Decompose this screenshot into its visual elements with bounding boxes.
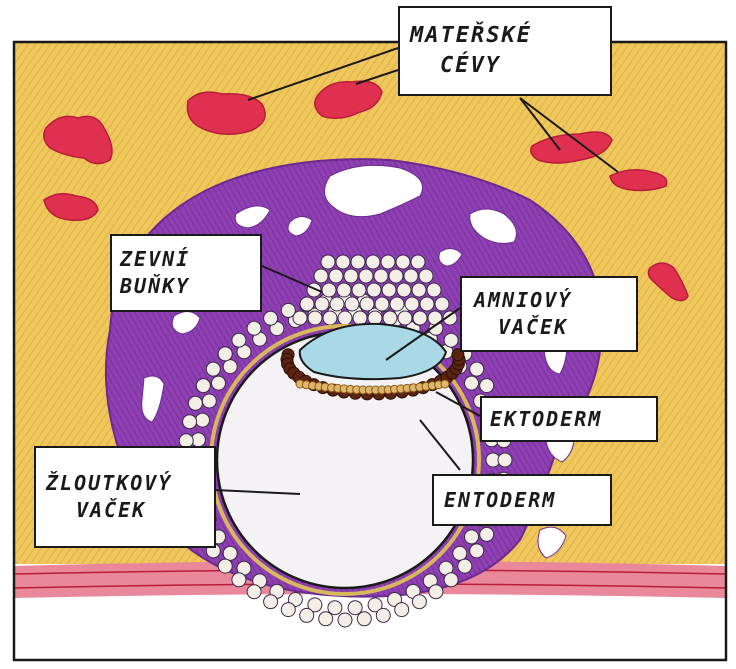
inner-cell (396, 255, 410, 269)
outer-cell (232, 573, 246, 587)
inner-cell (420, 297, 434, 311)
outer-cell (206, 362, 220, 376)
inner-cell (404, 269, 418, 283)
outer-cell (202, 394, 216, 408)
inner-cell (374, 269, 388, 283)
outer-cell (328, 601, 342, 615)
label-zloutkovy-vacek: ŽLOUTKOVÝ VAČEK (34, 446, 216, 548)
label-ektoderm-line1: EKTODERM (490, 406, 656, 433)
label-materske-cevy-line2: CÉVY (410, 51, 610, 81)
inner-cell (397, 283, 411, 297)
outer-cell (376, 608, 390, 622)
inner-cell (375, 297, 389, 311)
outer-cell (412, 595, 426, 609)
label-entoderm-line1: ENTODERM (444, 487, 610, 514)
outer-cell (196, 379, 210, 393)
inner-cell (352, 283, 366, 297)
inner-cell (344, 269, 358, 283)
outer-cell (357, 612, 371, 626)
outer-cell (429, 585, 443, 599)
label-amniovy-vacek: AMNIOVÝ VAČEK (460, 276, 638, 352)
inner-cell (359, 269, 373, 283)
outer-cell (218, 347, 232, 361)
inner-cell (329, 269, 343, 283)
label-zloutkovy-vacek-line2: VAČEK (46, 497, 214, 524)
outer-cell (470, 544, 484, 558)
inner-cell (390, 297, 404, 311)
inner-cell (381, 255, 395, 269)
outer-cell (319, 612, 333, 626)
label-materske-cevy-line1: MATEŘSKÉ (410, 21, 610, 51)
inner-cell (337, 283, 351, 297)
label-entoderm: ENTODERM (432, 474, 612, 526)
outer-cell (395, 603, 409, 617)
inner-cell (351, 255, 365, 269)
inner-cell (367, 283, 381, 297)
inner-cell (427, 283, 441, 297)
label-materske-cevy: MATEŘSKÉ CÉVY (398, 6, 612, 96)
outer-cell (247, 321, 261, 335)
outer-cell (183, 415, 197, 429)
inner-cell (419, 269, 433, 283)
inner-cell (314, 269, 328, 283)
inner-cell (321, 255, 335, 269)
inner-cell (405, 297, 419, 311)
outer-cell (223, 360, 237, 374)
outer-cell (188, 396, 202, 410)
inner-cell (382, 283, 396, 297)
inner-cell (366, 255, 380, 269)
outer-cell (212, 376, 226, 390)
outer-cell (480, 527, 494, 541)
inner-cell (338, 311, 352, 325)
inner-cell (330, 297, 344, 311)
outer-cell (480, 379, 494, 393)
inner-cell (383, 311, 397, 325)
inner-cell (412, 283, 426, 297)
outer-cell (444, 573, 458, 587)
outer-cell (444, 333, 458, 347)
outer-cell (281, 603, 295, 617)
label-zevni-bunky-line2: BUŇKY (120, 273, 260, 300)
outer-cell (348, 601, 362, 615)
outer-cell (338, 613, 352, 627)
inner-cell (435, 297, 449, 311)
inner-cell (293, 311, 307, 325)
label-zevni-bunky-line1: ZEVNÍ (120, 246, 260, 273)
outer-cell (498, 453, 512, 467)
label-amniovy-vacek-line1: AMNIOVÝ (474, 287, 636, 314)
outer-cell (223, 546, 237, 560)
inner-cell (322, 283, 336, 297)
outer-cell (218, 559, 232, 573)
inner-cell (413, 311, 427, 325)
label-ektoderm: EKTODERM (480, 396, 658, 442)
outer-cell (300, 608, 314, 622)
outer-cell (264, 311, 278, 325)
outer-cell (453, 546, 467, 560)
outer-cell (465, 530, 479, 544)
inner-cell (345, 297, 359, 311)
inner-cell (300, 297, 314, 311)
inner-cell (336, 255, 350, 269)
label-zloutkovy-vacek-line1: ŽLOUTKOVÝ (46, 470, 214, 497)
inner-cell (315, 297, 329, 311)
outer-cell (264, 595, 278, 609)
outer-cell (196, 413, 210, 427)
label-zevni-bunky: ZEVNÍ BUŇKY (110, 234, 262, 312)
inner-cell (323, 311, 337, 325)
outer-cell (470, 362, 484, 376)
entoderm-cell (441, 380, 449, 388)
inner-cell (308, 311, 322, 325)
label-amniovy-vacek-line2: VAČEK (474, 314, 636, 341)
inner-cell (389, 269, 403, 283)
outer-cell (458, 559, 472, 573)
outer-cell (247, 585, 261, 599)
inner-cell (353, 311, 367, 325)
inner-cell (360, 297, 374, 311)
inner-cell (411, 255, 425, 269)
outer-cell (232, 333, 246, 347)
inner-cell (398, 311, 412, 325)
outer-cell (465, 376, 479, 390)
